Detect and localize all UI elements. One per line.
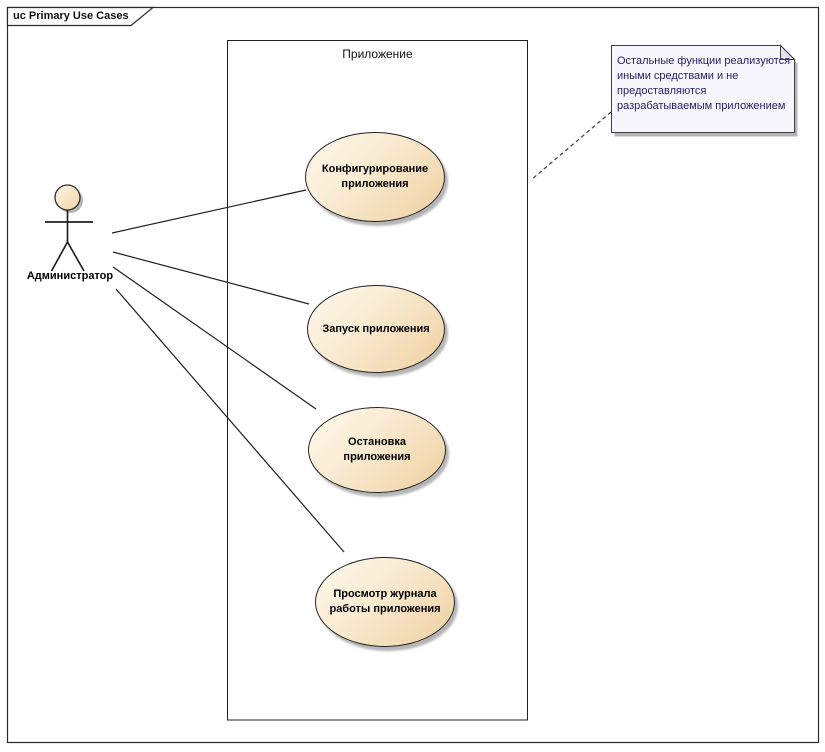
association-start-application[interactable] xyxy=(112,251,310,305)
note-fold-corner-icon xyxy=(780,44,796,60)
usecase-label-line: Остановка xyxy=(348,436,406,448)
note-text-line: разрабатываемым приложением xyxy=(617,100,786,112)
frame-tab xyxy=(6,6,155,27)
actor-figure[interactable] xyxy=(45,184,93,272)
note-shape[interactable] xyxy=(611,45,795,133)
usecase-configure-application[interactable]: Конфигурирование приложения xyxy=(305,132,445,222)
actor-label: Администратор xyxy=(26,270,114,282)
association-stop-application[interactable] xyxy=(112,266,317,410)
usecase-label-line: работы приложения xyxy=(329,603,441,615)
note-text-line: иными средствами и не xyxy=(617,70,739,82)
note-link-line[interactable] xyxy=(530,111,612,181)
actor-head xyxy=(54,184,81,211)
note-text: Остальные функции реализуются иными сред… xyxy=(617,54,791,114)
usecase-label-line: Просмотр журнала xyxy=(333,588,437,600)
usecase-stop-application[interactable]: Остановка приложения xyxy=(308,407,446,493)
system-boundary-label: Приложение xyxy=(342,47,413,61)
note-text-line: Остальные функции реализуются xyxy=(617,55,791,67)
note-text-line: предоставляются xyxy=(617,85,707,97)
usecase-start-application[interactable]: Запуск приложения xyxy=(307,285,445,373)
actor-left-leg xyxy=(50,241,69,272)
frame-title: uc Primary Use Cases xyxy=(13,10,129,22)
usecase-view-application-log[interactable]: Просмотр журнала работы приложения xyxy=(315,557,455,647)
usecase-label-line: Запуск приложения xyxy=(322,322,430,335)
association-view-application-log[interactable] xyxy=(115,288,345,553)
usecase-label-line: Конфигурирование xyxy=(321,163,429,175)
association-configure-application[interactable] xyxy=(111,189,307,234)
usecase-label-line: приложения xyxy=(341,178,409,190)
actor-right-leg xyxy=(66,241,85,272)
usecase-label-line: приложения xyxy=(343,451,411,463)
diagram-frame[interactable] xyxy=(6,6,820,744)
